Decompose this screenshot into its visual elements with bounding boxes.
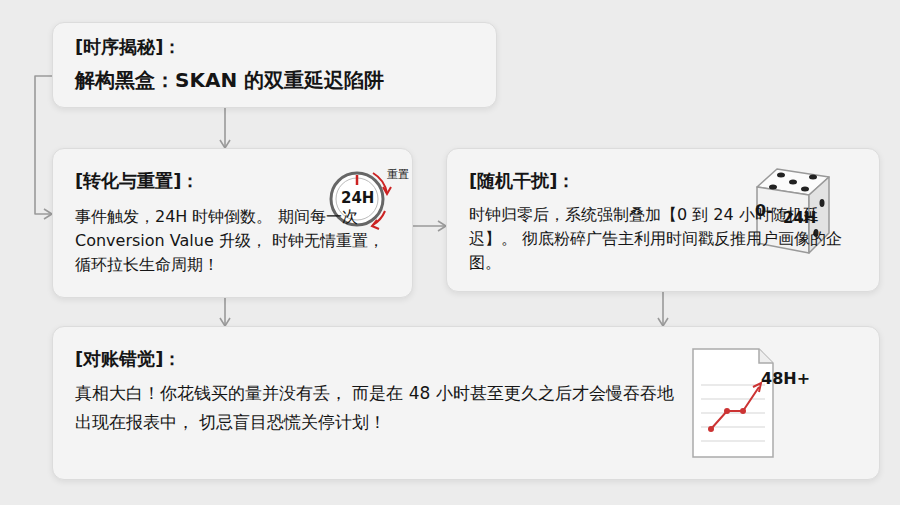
dice-label: 0- [755,201,773,220]
reset-label: 重置 [387,167,409,182]
box-heading: [对账错觉]： [75,347,475,371]
text-box: [时序揭秘]： 解构黑盒：SKAN 的双重延迟陷阱 [52,22,497,108]
flow-arrow [662,292,664,326]
section-heading: [时序揭秘]： [75,35,485,59]
box-body: 真相大白！你花钱买的量并没有丢， 而是在 48 小时甚至更久之后才会慢吞吞地出现… [75,379,675,437]
text-box: [随机干扰]：时钟归零后，系统强制叠加【0 到 24 小时随机延迟】。 彻底粉碎… [446,148,880,292]
box-heading: [转化与重置]： [75,169,315,193]
box-heading: [随机干扰]： [469,169,729,193]
text-box: [转化与重置]： 事件触发，24H 时钟倒数。 期间每一次 Conversion … [52,148,413,298]
report-label: 48H+ [761,369,810,388]
box-body: 事件触发，24H 时钟倒数。 期间每一次 Conversion Value 升级… [75,205,393,277]
dice-label: 24H [783,209,816,227]
clock-label: 24H [341,189,374,207]
flow-arrow [413,225,446,227]
flow-arrow [35,76,52,214]
diagram-title: 解构黑盒：SKAN 的双重延迟陷阱 [75,67,485,94]
flow-arrow [224,108,226,148]
report-icon [689,345,785,463]
text-box: [对账错觉]： 真相大白！你花钱买的量并没有丢， 而是在 48 小时甚至更久之后才… [52,326,880,480]
flow-arrow [224,298,226,326]
